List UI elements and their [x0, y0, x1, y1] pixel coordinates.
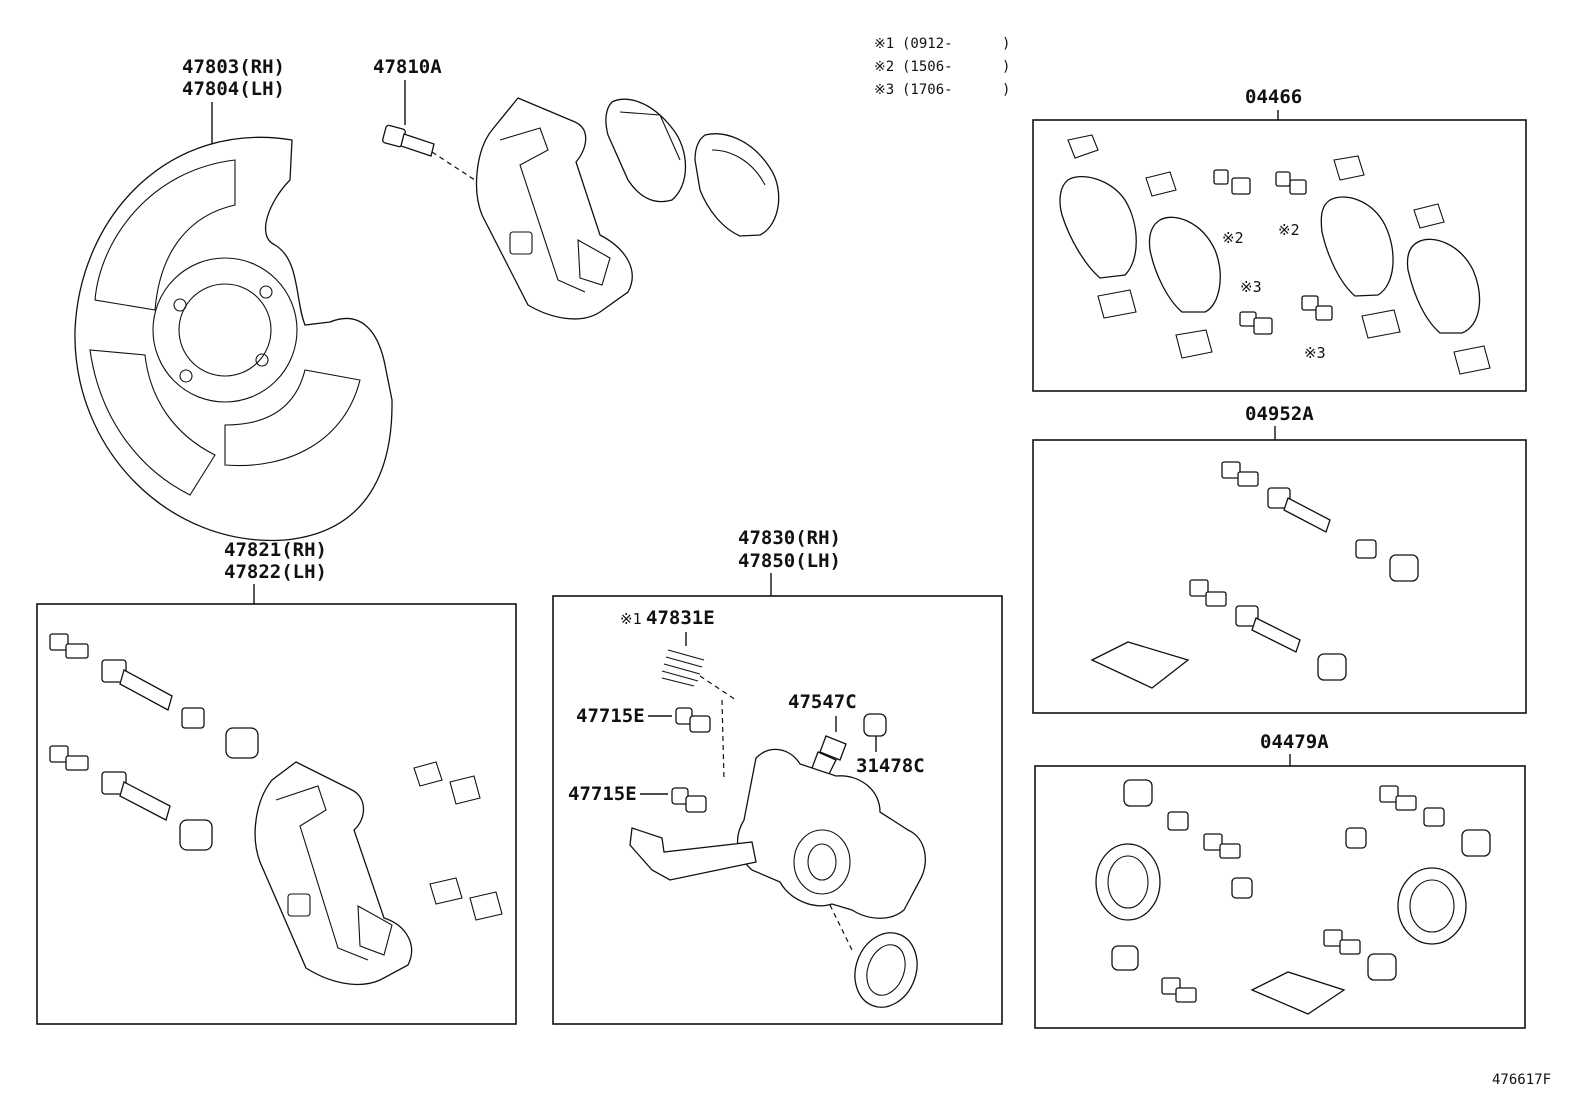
caliper-dash-1: [721, 699, 725, 781]
mounting-kit-box: [36, 603, 517, 1025]
spring-label: 47831E: [646, 607, 715, 629]
cap-label: 31478C: [856, 755, 925, 777]
mounting-label-rh: 47821(RH): [224, 539, 327, 561]
spring-dash: [699, 675, 737, 701]
spring-part: [661, 649, 705, 687]
kit-04952a-label: 04952A: [1245, 403, 1314, 425]
dust-cover-part: [74, 136, 393, 542]
mounting-kit-group: 47821(RH) 47822(LH): [36, 539, 517, 1025]
note-1-text: (0912-: [902, 36, 953, 52]
cylinder-label-lh: 47850(LH): [738, 550, 841, 572]
kit-04466-mark-bolt-right: ※2: [1278, 221, 1300, 239]
note-2-text: (1506-: [902, 59, 953, 75]
brake-pad-top-1: [605, 98, 687, 203]
brake-pad-top-2: [694, 133, 780, 237]
kit-04466-mark-bolt-left: ※2: [1222, 229, 1244, 247]
kit-04466-label: 04466: [1245, 86, 1302, 108]
dust-cover-group: 47803(RH) 47804(LH): [74, 56, 393, 542]
bleeder-upper-part: [675, 707, 711, 733]
bolt-group: 47810A: [373, 56, 479, 183]
note-1-mark: ※1: [874, 36, 894, 52]
dust-cover-label-rh: 47803(RH): [182, 56, 285, 78]
legend-notes: ※1 (0912- ) ※2 (1506- ) ※3 (1706- ): [874, 36, 1010, 98]
kit-04466-group: 04466 ※2 ※2 ※3 ※3: [1032, 86, 1527, 392]
kit-04479a-parts: [1095, 779, 1491, 1015]
kit-04466-parts: [1059, 134, 1491, 375]
cap-part: [863, 713, 887, 737]
kit-04466-box: [1032, 119, 1527, 392]
cylinder-label-rh: 47830(RH): [738, 527, 841, 549]
mounting-kit-parts: [49, 633, 503, 986]
kit-04479a-box: [1034, 765, 1526, 1029]
note-3-mark: ※3: [874, 82, 894, 98]
mounting-label-lh: 47822(LH): [224, 561, 327, 583]
kit-04952a-box: [1032, 439, 1527, 714]
dust-cover-label-lh: 47804(LH): [182, 78, 285, 100]
kit-04479a-group: 04479A: [1034, 731, 1526, 1029]
kit-04952a-group: 04952A: [1032, 403, 1527, 714]
bolt-label: 47810A: [373, 56, 442, 78]
kit-04466-mark-bolt-lower-left: ※3: [1240, 278, 1262, 296]
note-3-close: ): [1002, 82, 1010, 98]
note-3-text: (1706-: [902, 82, 953, 98]
plug-label: 47547C: [788, 691, 857, 713]
bleeder-upper-label: 47715E: [576, 705, 645, 727]
cylinder-box: [552, 595, 1003, 1025]
bleeder-lower-part: [671, 787, 707, 813]
caliper-body-part: [629, 748, 926, 919]
cylinder-group: 47830(RH) 47850(LH) ※1 47831E 47715E 477…: [552, 527, 1003, 1025]
spring-note-mark: ※1: [620, 610, 642, 628]
bleeder-lower-label: 47715E: [568, 783, 637, 805]
kit-04952a-parts: [1090, 461, 1419, 689]
note-1-close: ): [1002, 36, 1010, 52]
figure-id: 476617F: [1492, 1072, 1551, 1088]
note-2-mark: ※2: [874, 59, 894, 75]
piston-seal-part: [854, 932, 918, 1008]
bolt-part: [382, 124, 435, 157]
caliper-dash-2: [829, 904, 853, 951]
note-2-close: ): [1002, 59, 1010, 75]
kit-04466-mark-bolt-lower-right: ※3: [1304, 344, 1326, 362]
mounting-bracket-top: [475, 97, 633, 320]
kit-04479a-label: 04479A: [1260, 731, 1329, 753]
bolt-dash: [431, 151, 479, 183]
